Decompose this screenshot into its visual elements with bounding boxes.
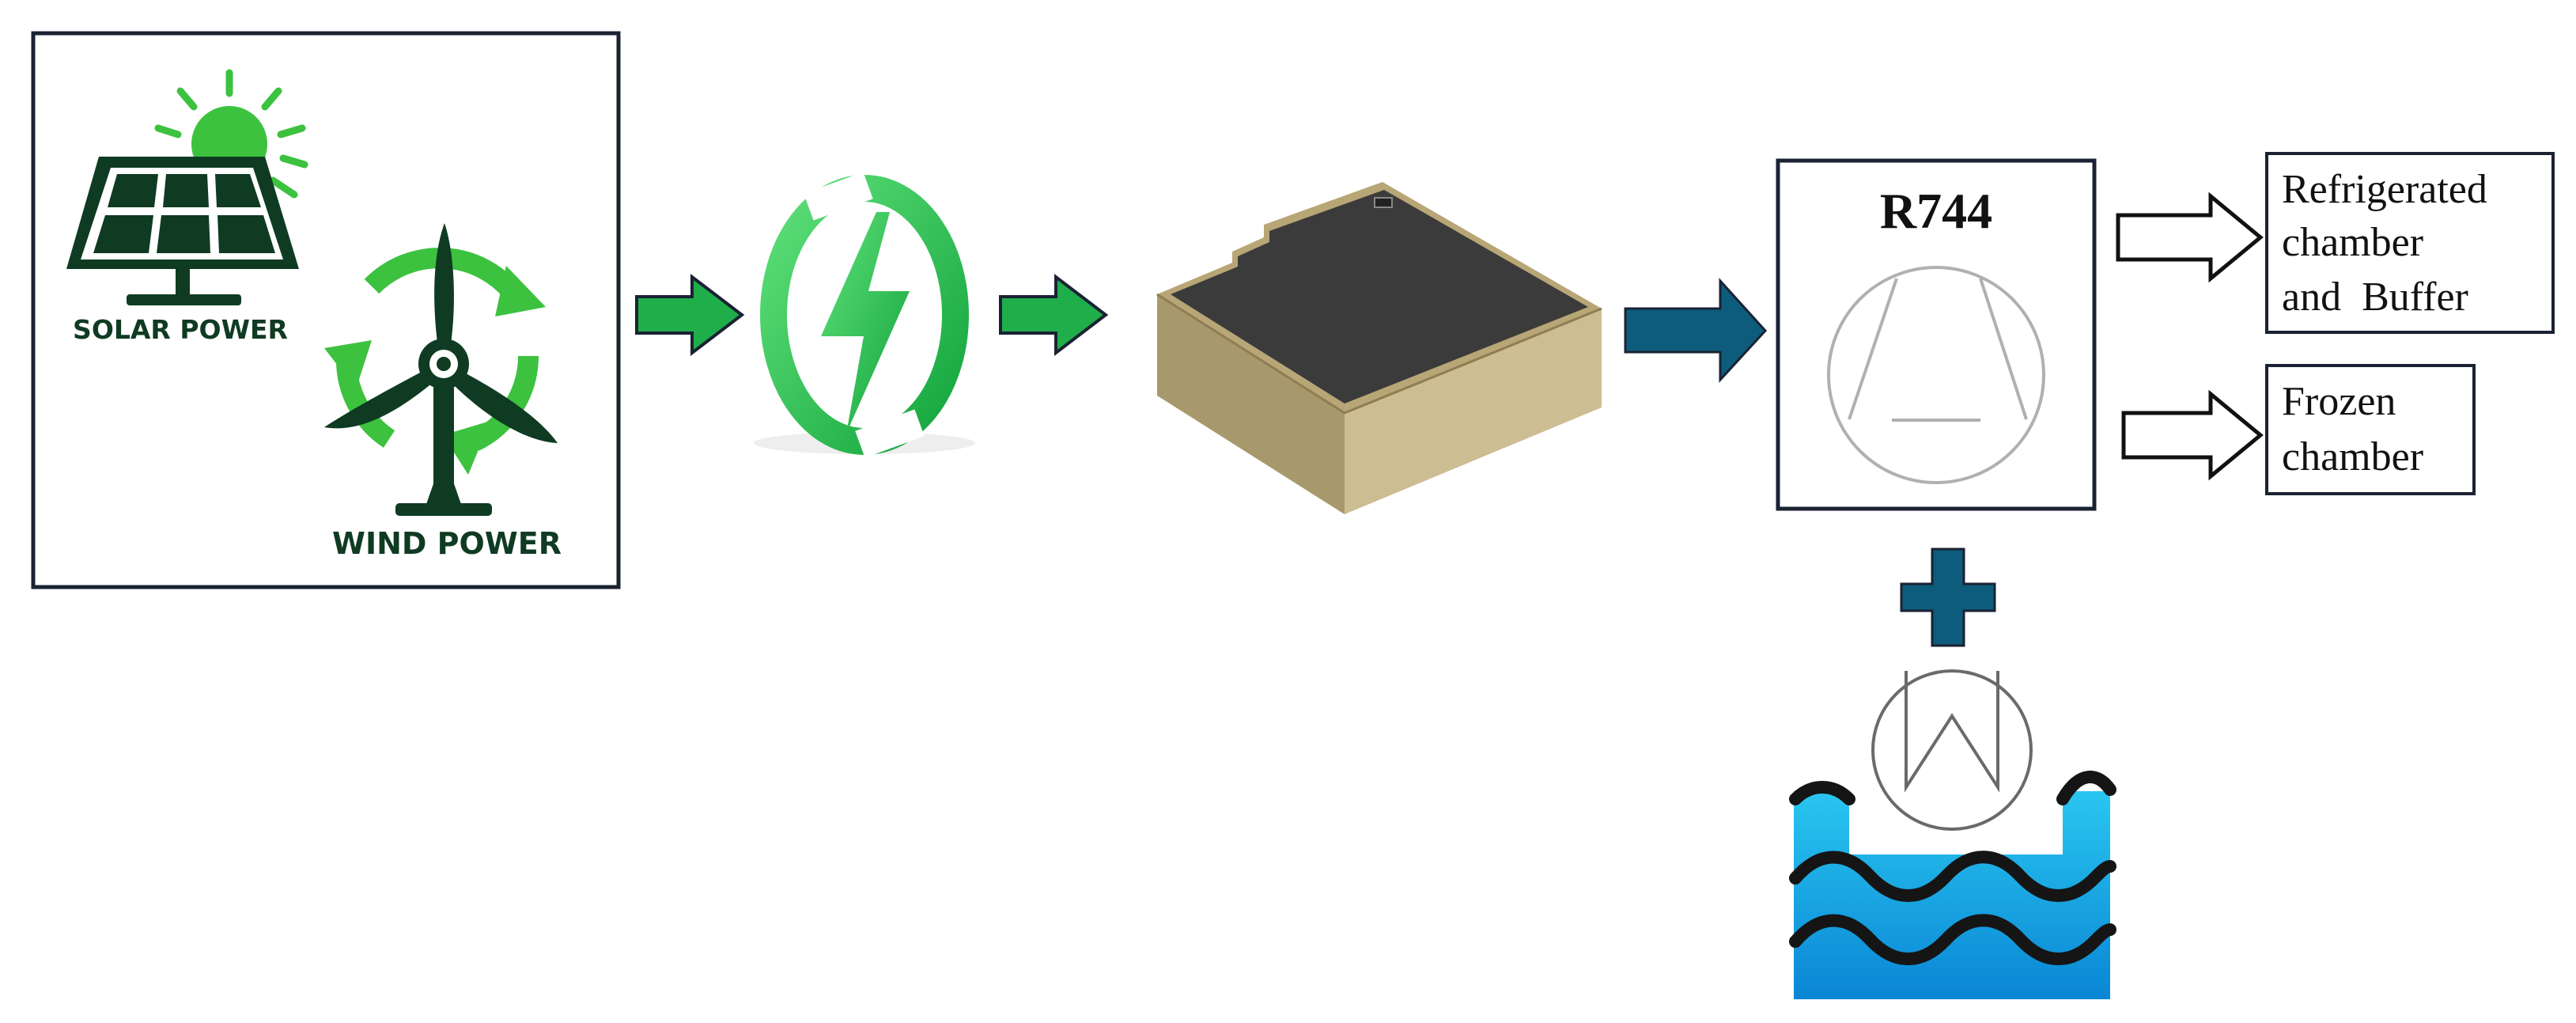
water-waves-icon bbox=[1789, 771, 2116, 999]
refrigerated-chamber-box: Refrigerated chamber and Buffer bbox=[2265, 152, 2555, 334]
energy-bolt-icon bbox=[754, 172, 975, 458]
flow-arrow-2 bbox=[999, 273, 1109, 357]
frozen-line-2: chamber bbox=[2282, 434, 2423, 479]
battery-box-icon bbox=[1156, 182, 1602, 514]
frozen-line-1: Frozen bbox=[2282, 379, 2396, 424]
compressor-box: R744 bbox=[1776, 158, 2097, 511]
plus-icon bbox=[1900, 547, 1996, 647]
compressor-label: R744 bbox=[1880, 183, 1992, 239]
refrigerated-line-3: and Buffer bbox=[2282, 275, 2468, 320]
solar-panel-icon bbox=[66, 157, 299, 305]
solar-power-label: SOLAR POWER bbox=[73, 314, 288, 345]
output-arrow-refrigerated bbox=[2116, 191, 2264, 283]
renewable-sources-box: SOLAR POWER WIND POWER bbox=[31, 31, 621, 589]
frozen-chamber-box: Frozen chamber bbox=[2265, 364, 2476, 495]
flow-arrow-1 bbox=[635, 273, 745, 357]
heat-exchanger-icon bbox=[1871, 669, 2033, 831]
output-arrow-frozen bbox=[2121, 389, 2264, 481]
wind-power-label: WIND POWER bbox=[332, 526, 562, 561]
refrigerated-line-1: Refrigerated bbox=[2282, 167, 2487, 212]
refrigerated-line-2: chamber bbox=[2282, 220, 2423, 265]
recycle-arrowheads bbox=[324, 266, 546, 475]
flow-arrow-3 bbox=[1624, 278, 1768, 383]
compressor-icon bbox=[1827, 266, 2045, 484]
wind-turbine-icon bbox=[324, 223, 558, 516]
